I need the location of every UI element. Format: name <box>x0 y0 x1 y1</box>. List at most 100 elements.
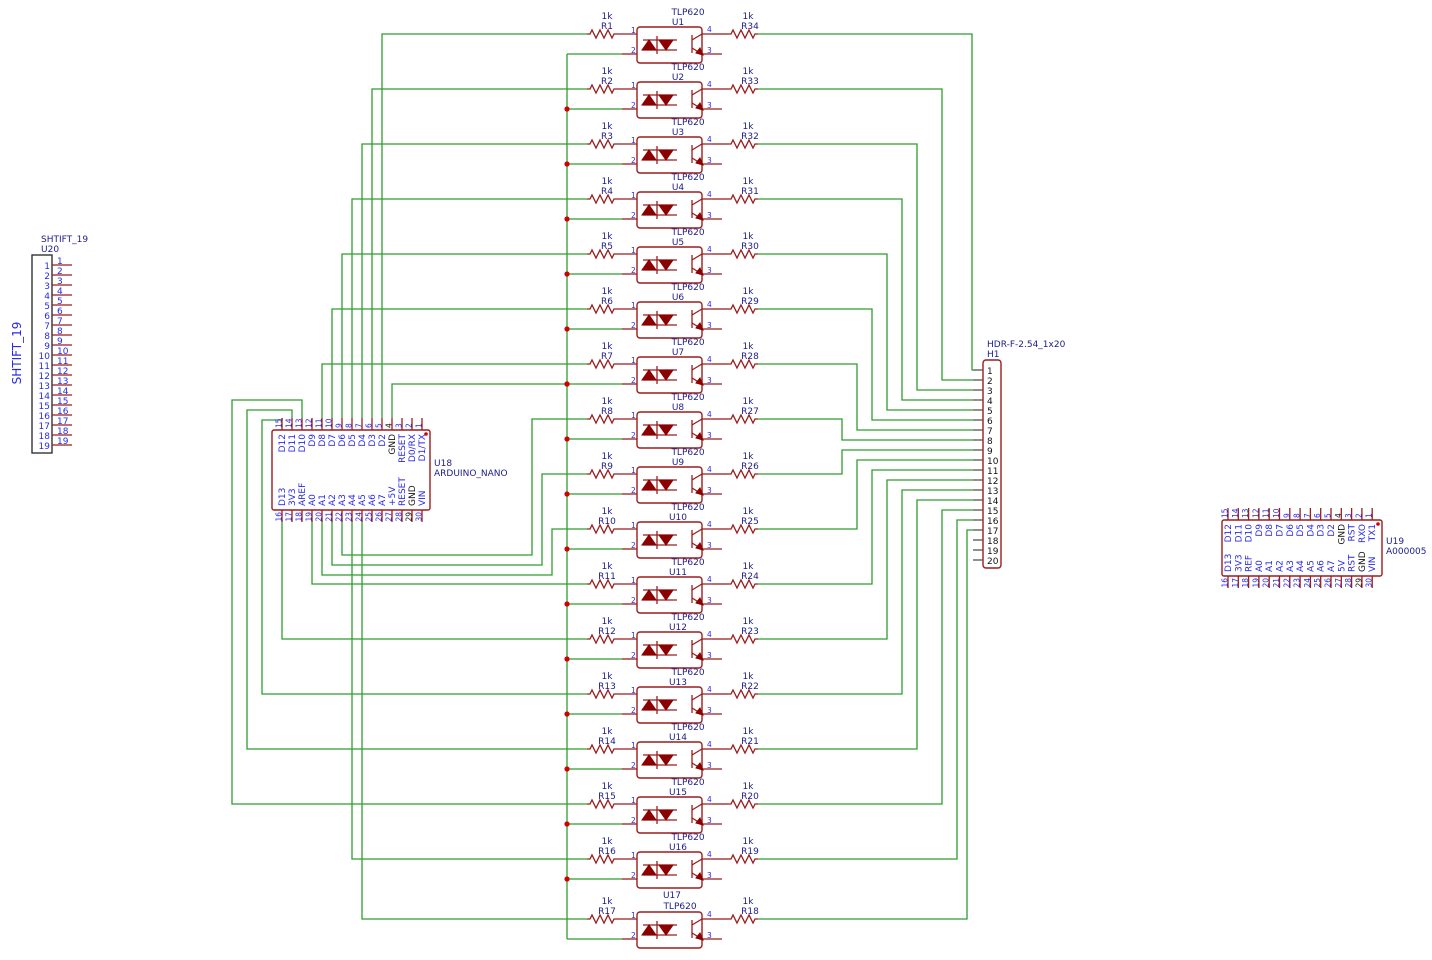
led-triangle-up-icon <box>641 809 657 821</box>
pin-number: 8 <box>1293 513 1302 518</box>
resistor-ref: R21 <box>741 737 759 747</box>
transistor-collector <box>691 33 712 41</box>
pin-name: RESET <box>398 477 408 506</box>
pin-number: 13 <box>1241 508 1250 518</box>
pin-name: RESET <box>398 434 408 463</box>
optocoupler-value: TLP620 <box>670 668 704 678</box>
pin-label: 2 <box>57 267 63 277</box>
resistor-R4 <box>587 193 617 205</box>
pin-number: 23 <box>1293 578 1302 588</box>
pin-number: 4 <box>707 25 712 34</box>
resistor-R15 <box>587 798 617 810</box>
resistor-ref: R30 <box>741 242 759 252</box>
junction-dot <box>564 601 570 607</box>
resistor-value: 1k <box>602 727 614 737</box>
optocoupler-value: TLP620 <box>670 338 704 348</box>
pin-number: 6 <box>44 312 50 322</box>
pin-number: 1 <box>631 81 636 90</box>
pin-number: 19 <box>305 512 314 522</box>
emitter-arrow-icon <box>695 542 704 551</box>
led-triangle-down-icon <box>658 479 674 491</box>
pin-name: 3V3 <box>288 488 298 506</box>
pin-number: 2 <box>631 266 636 275</box>
pin-number: 7 <box>355 423 364 428</box>
pin-number: 4 <box>707 630 712 639</box>
led-triangle-down-icon <box>658 149 674 161</box>
junction-dot <box>564 491 570 497</box>
component-ref: U19 <box>1386 537 1404 547</box>
pin-name: D12 <box>1224 524 1234 542</box>
resistor-value: 1k <box>743 727 755 737</box>
led-triangle-down-icon <box>658 809 674 821</box>
resistor-R1 <box>587 28 617 40</box>
pin-number: 2 <box>631 376 636 385</box>
resistor-value: 1k <box>602 617 614 627</box>
optocoupler-value: TLP620 <box>662 902 696 912</box>
pin-number: 19 <box>987 547 999 557</box>
emitter-arrow-icon <box>695 432 704 441</box>
transistor-collector <box>691 803 712 811</box>
pin-name: D9 <box>1255 524 1265 537</box>
resistor-value: 1k <box>743 12 755 22</box>
optocoupler-ref: U4 <box>672 183 685 193</box>
pin-label: 12 <box>57 367 68 377</box>
transistor-collector <box>691 583 712 591</box>
optocoupler-value: TLP620 <box>670 448 704 458</box>
resistor-value: 1k <box>602 897 614 907</box>
pin-name: RST <box>1348 554 1358 572</box>
pin-number: 4 <box>707 685 712 694</box>
wire-input-R4 <box>351 198 587 418</box>
pin-number: 3 <box>707 211 712 220</box>
pin-number: 4 <box>707 135 712 144</box>
pin-number: 28 <box>1344 578 1353 588</box>
resistor-value: 1k <box>602 122 614 132</box>
pin-number: 20 <box>987 557 999 567</box>
junction-dot <box>564 106 570 112</box>
pin-name: D4 <box>1306 524 1316 537</box>
ic-body <box>271 429 431 511</box>
optocoupler-value: TLP620 <box>670 723 704 733</box>
pin-number: 15 <box>1221 508 1230 518</box>
pin-name: VIN <box>1368 556 1378 572</box>
resistor-R32 <box>728 138 758 150</box>
pin-label: 11 <box>57 357 68 367</box>
emitter-arrow-icon <box>695 377 704 386</box>
resistor-value: 1k <box>602 177 614 187</box>
resistor-R21 <box>728 743 758 755</box>
pin-name: D13 <box>278 488 288 506</box>
pin-number: 30 <box>415 512 424 522</box>
pin-name: D3 <box>368 434 378 447</box>
resistor-ref: R25 <box>741 517 759 527</box>
resistor-ref: R28 <box>741 352 759 362</box>
wire-output-R23 <box>758 479 973 640</box>
pin-number: 5 <box>375 423 384 428</box>
pin-number: 2 <box>631 706 636 715</box>
pin-number: 11 <box>1262 508 1271 518</box>
resistor-R34 <box>728 28 758 40</box>
resistor-ref: R24 <box>741 572 759 582</box>
pin-number: 2 <box>631 761 636 770</box>
pin-number: 9 <box>1282 513 1291 518</box>
emitter-arrow-icon <box>695 487 704 496</box>
junction-dot <box>564 546 570 552</box>
junction-dot <box>564 876 570 882</box>
wire-input-R12 <box>281 520 587 640</box>
pin-number: 4 <box>707 355 712 364</box>
pin-number: 20 <box>315 512 324 522</box>
wire-output-R34 <box>758 33 973 371</box>
pin-number: 1 <box>631 796 636 805</box>
resistor-ref: R10 <box>598 517 616 527</box>
optocoupler-ref: U3 <box>672 128 684 138</box>
led-triangle-up-icon <box>641 479 657 491</box>
emitter-arrow-icon <box>695 597 704 606</box>
header-body <box>982 359 1002 569</box>
pin-label: 9 <box>57 337 63 347</box>
resistor-ref: R32 <box>741 132 759 142</box>
resistor-value: 1k <box>743 122 755 132</box>
pin-number: 2 <box>631 931 636 940</box>
pin-number: 3 <box>707 46 712 55</box>
optocoupler-value: TLP620 <box>670 778 704 788</box>
resistor-value: 1k <box>602 672 614 682</box>
